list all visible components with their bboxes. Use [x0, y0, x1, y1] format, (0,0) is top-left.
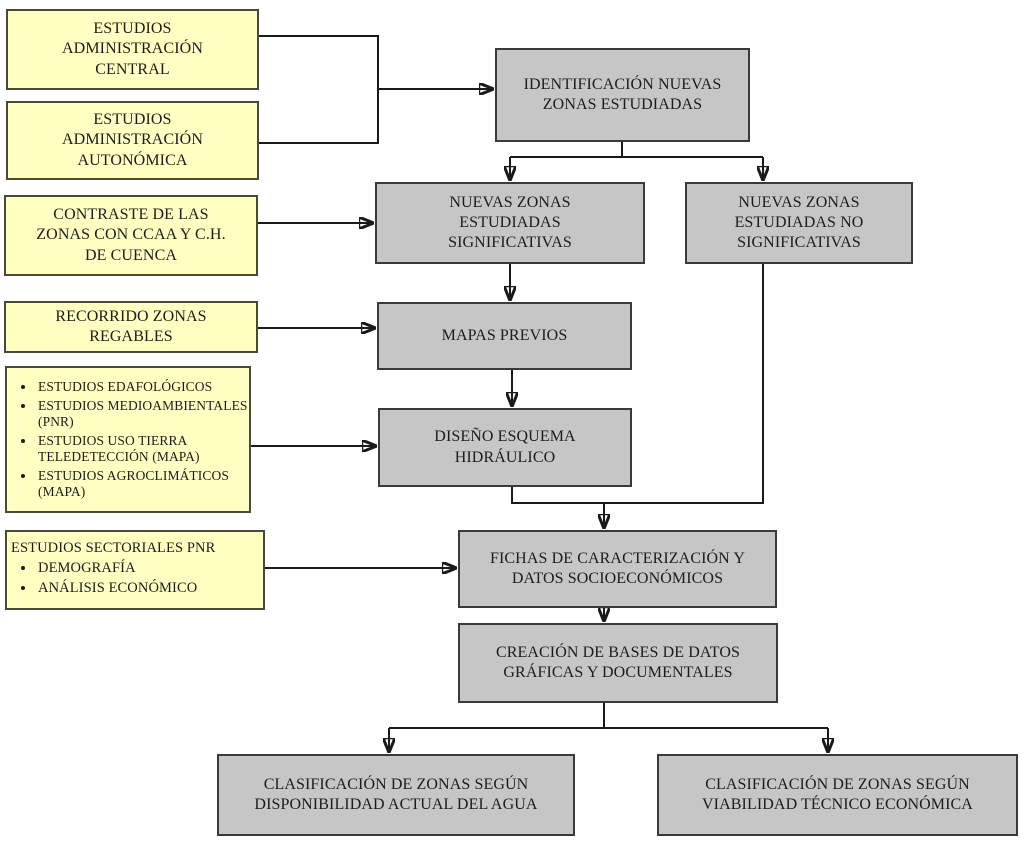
node-label-line: ZONAS CON CCAA Y C.H.: [36, 226, 226, 244]
node-label-line: AUTONÓMICA: [77, 151, 188, 169]
node-estudios-sectoriales-pnr: ESTUDIOS SECTORIALES PNR DEMOGRAFÍA ANÁL…: [5, 530, 265, 610]
node-estudios-tematicos: ESTUDIOS EDAFOLÓGICOS ESTUDIOS MEDIOAMBI…: [5, 366, 251, 513]
node-label-line: ESTUDIADAS NO: [734, 213, 864, 231]
node-label-line: NUEVAS ZONAS: [449, 193, 571, 211]
node-label-line: REGABLES: [89, 328, 173, 345]
node-clasificacion-viabilidad-tecnico-economica: CLASIFICACIÓN DE ZONAS SEGÚN VIABILIDAD …: [657, 754, 1018, 836]
bullet-item: ESTUDIOS MEDIOAMBIENTALES (PNR): [36, 398, 249, 430]
node-label-line: ADMINISTRACIÓN: [62, 40, 203, 58]
node-label-line: CLASIFICACIÓN DE ZONAS SEGÚN: [263, 775, 529, 793]
node-mapas-previos: MAPAS PREVIOS: [377, 302, 632, 370]
node-nuevas-zonas-significativas: NUEVAS ZONAS ESTUDIADAS SIGNIFICATIVAS: [375, 182, 645, 264]
node-label-line: ESTUDIADAS: [459, 213, 561, 231]
node-label-line: CREACIÓN DE BASES DE DATOS: [495, 643, 741, 661]
node-label-line: DISEÑO ESQUEMA: [434, 428, 576, 446]
node-label-line: ZONAS ESTUDIADAS: [542, 96, 703, 113]
bullet-item: ANÁLISIS ECONÓMICO: [36, 580, 263, 597]
node-label-line: ESTUDIOS: [93, 111, 172, 129]
node-label-line: CENTRAL: [95, 60, 170, 78]
bullet-item: ESTUDIOS EDAFOLÓGICOS: [36, 379, 249, 395]
node-estudios-administracion-central: ESTUDIOS ADMINISTRACIÓN CENTRAL: [6, 9, 259, 90]
node-label-line: ADMINISTRACIÓN: [62, 131, 203, 149]
node-label-line: IDENTIFICACIÓN NUEVAS: [523, 75, 722, 93]
node-contraste-zonas: CONTRASTE DE LAS ZONAS CON CCAA Y C.H. D…: [4, 195, 258, 276]
bullet-list: ESTUDIOS EDAFOLÓGICOS ESTUDIOS MEDIOAMBI…: [7, 377, 249, 503]
node-recorrido-zonas-regables: RECORRIDO ZONAS REGABLES: [4, 301, 258, 353]
node-label-line: NUEVAS ZONAS: [738, 193, 860, 211]
node-label-line: DE CUENCA: [84, 246, 177, 264]
bullet-list: DEMOGRAFÍA ANÁLISIS ECONÓMICO: [7, 558, 263, 600]
node-label-line: VIABILIDAD TÉCNICO ECONÓMICA: [702, 796, 973, 813]
node-nuevas-zonas-no-significativas: NUEVAS ZONAS ESTUDIADAS NO SIGNIFICATIVA…: [685, 182, 913, 264]
node-label-line: RECORRIDO ZONAS: [55, 307, 207, 325]
node-label-line: FICHAS DE CARACTERIZACIÓN Y: [489, 549, 745, 567]
node-label-line: SIGNIFICATIVAS: [448, 234, 572, 252]
node-label-line: CONTRASTE DE LAS: [53, 206, 209, 224]
node-label-line: SIGNIFICATIVAS: [737, 234, 861, 252]
node-creacion-bases-datos: CREACIÓN DE BASES DE DATOS GRÁFICAS Y DO…: [458, 623, 778, 703]
node-label-line: GRÁFICAS Y DOCUMENTALES: [503, 664, 733, 681]
node-estudios-administracion-autonomica: ESTUDIOS ADMINISTRACIÓN AUTONÓMICA: [6, 101, 259, 180]
node-identificacion-nuevas-zonas: IDENTIFICACIÓN NUEVAS ZONAS ESTUDIADAS: [495, 48, 750, 142]
node-label-line: MAPAS PREVIOS: [441, 326, 568, 344]
node-clasificacion-disponibilidad-agua: CLASIFICACIÓN DE ZONAS SEGÚN DISPONIBILI…: [217, 754, 575, 836]
node-header: ESTUDIOS SECTORIALES PNR: [11, 540, 216, 557]
bullet-item: DEMOGRAFÍA: [36, 560, 263, 577]
bullet-item: ESTUDIOS USO TIERRA TELEDETECCIÓN (MAPA): [36, 433, 249, 465]
bullet-item: ESTUDIOS AGROCLIMÁTICOS (MAPA): [36, 468, 249, 500]
node-label-line: ESTUDIOS: [93, 20, 172, 38]
node-label-line: CLASIFICACIÓN DE ZONAS SEGÚN: [705, 775, 970, 793]
node-diseno-esquema-hidraulico: DISEÑO ESQUEMA HIDRÁULICO: [378, 408, 632, 487]
node-fichas-caracterizacion: FICHAS DE CARACTERIZACIÓN Y DATOS SOCIOE…: [458, 530, 777, 608]
node-label-line: HIDRÁULICO: [454, 448, 556, 466]
node-label-line: DATOS SOCIOECONÓMICOS: [511, 570, 724, 587]
node-label-line: DISPONIBILIDAD ACTUAL DEL AGUA: [254, 796, 538, 813]
